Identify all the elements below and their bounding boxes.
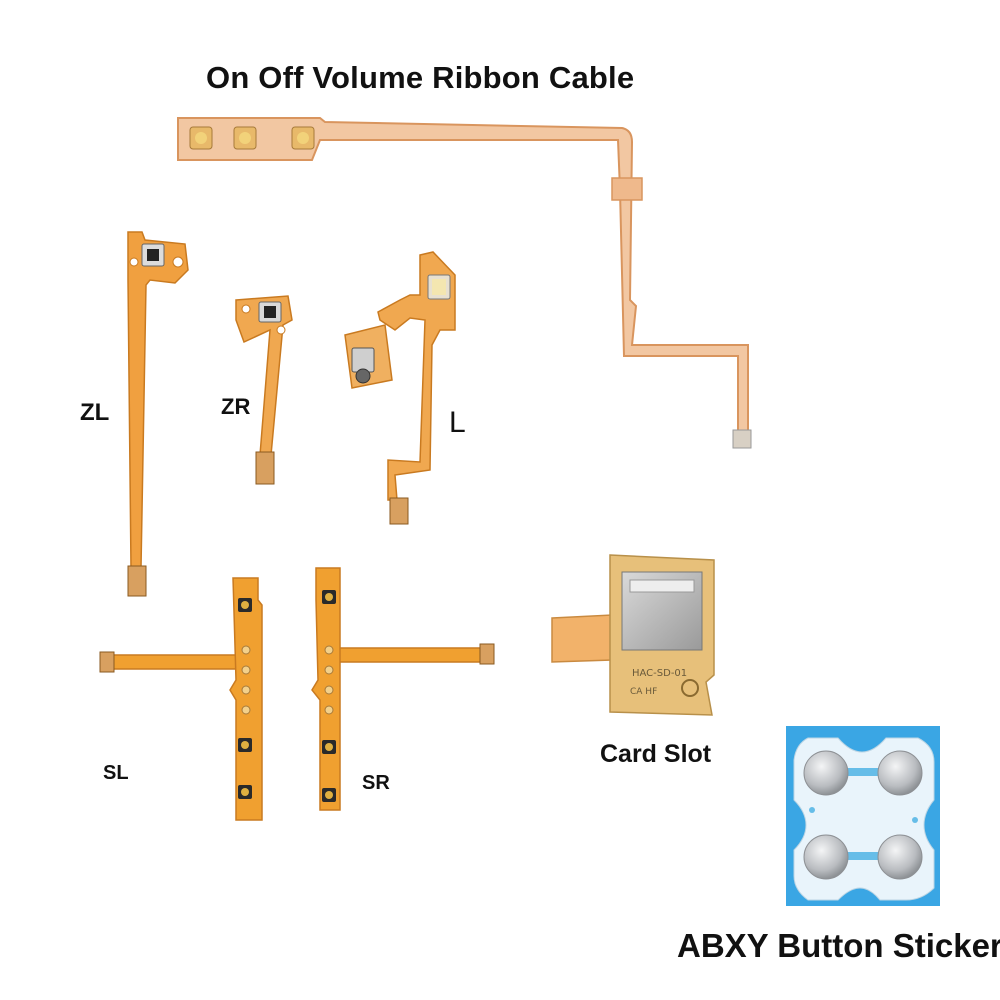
l-flex-cable — [344, 251, 456, 525]
abxy-button-sticker — [786, 726, 940, 906]
zl-label: ZL — [80, 399, 110, 426]
card-slot-label: Card Slot — [600, 740, 712, 768]
zr-label: ZR — [221, 394, 251, 419]
card-slot-board: HAC-SD-01 CA HF — [551, 554, 715, 716]
sl-flex-cable — [99, 577, 263, 821]
card-pcb-code: HAC-SD-01 — [632, 668, 687, 679]
volume-button — [189, 126, 213, 150]
sticker-dome — [803, 834, 849, 880]
volume-ribbon-cable — [177, 117, 752, 449]
zl-flex-cable — [127, 231, 189, 597]
volume-button — [233, 126, 257, 150]
sticker-dome — [877, 834, 923, 880]
zr-flex-cable — [235, 295, 293, 485]
l-label: L — [449, 406, 466, 439]
sr-label: SR — [362, 772, 390, 794]
card-pcb-mark: CA HF — [630, 687, 657, 697]
abxy-sticker-label: ABXY Button Sticker — [677, 927, 1000, 964]
sl-label: SL — [103, 762, 129, 784]
sticker-dome — [803, 750, 849, 796]
power-button — [291, 126, 315, 150]
ribbon-cable-title: On Off Volume Ribbon Cable — [206, 60, 635, 95]
sr-flex-cable — [311, 567, 495, 811]
sticker-dome — [877, 750, 923, 796]
